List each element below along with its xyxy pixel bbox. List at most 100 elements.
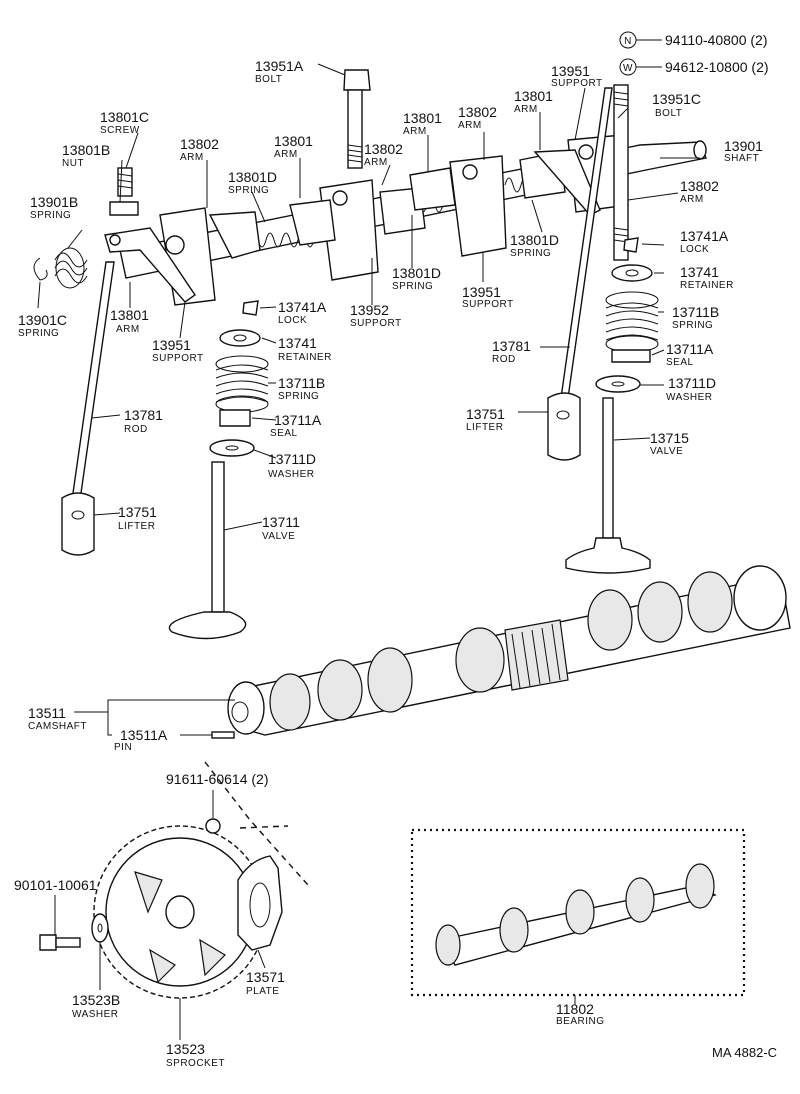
callout-94612-10800: W 94612-10800 (2) [619,58,769,76]
part-name-label: SHAFT [724,153,759,164]
part-name-label: NUT [62,158,84,169]
callout-13711D-washer-left: 13711D WASHER [268,451,316,480]
part-name-label: WASHER [268,469,315,480]
part-number-label: 13801D [510,232,559,248]
camshaft [211,565,791,739]
part-name-label: SPRING [228,185,269,196]
part-number-label: 13952 [350,302,389,318]
part-name-label: SPROCKET [166,1058,225,1069]
part-number-label: 13802 [364,141,403,157]
part-name-label: SPRING [278,391,319,402]
bearing-set [410,828,746,997]
part-name-label: LOCK [680,244,709,255]
leader-lines [37,39,700,1040]
rocker-shaft-assembly [33,69,707,306]
part-name-label: WASHER [666,392,713,403]
part-name-label: ARM [364,157,388,168]
part-number-label: 13571 [246,969,285,985]
part-name-label: BOLT [255,74,282,85]
part-name-label: LOCK [278,315,307,326]
symbol-label: N [624,36,632,47]
part-name-label: SUPPORT [462,299,514,310]
part-number-label: 13511A [120,727,168,743]
part-number-label: 13781 [124,407,163,423]
part-number-label: 13741A [680,228,729,244]
part-number-label: 13711B [672,304,719,320]
part-number-label: 13801C [100,109,149,125]
part-number-label: 13951A [255,58,304,74]
part-number-label: 13523B [72,992,120,1008]
part-number-label: 13741 [278,335,317,351]
part-name-label: CAMSHAFT [28,721,87,732]
part-number-label: 13511 [28,705,66,721]
part-number-label: 13801 [110,307,149,323]
part-name-label: SEAL [666,357,694,368]
part-number-label: 13741A [278,299,327,315]
part-name-label: SPRING [510,248,551,259]
part-name-label: ARM [514,104,538,115]
part-name-label: SPRING [672,320,713,331]
part-name-label: RETAINER [680,280,734,291]
part-name-label: LIFTER [466,422,503,433]
part-number-label: 13801D [228,169,277,185]
callouts: N 94110-40800 (2) W 94612-10800 (2) 1395… [14,31,777,1069]
part-number-label: 13711D [668,375,716,391]
symbol-label: W [623,63,633,74]
part-name-label: VALVE [262,531,295,542]
part-number-label: 13801 [403,110,442,126]
part-number-label: 13951 [462,284,501,300]
part-name-label: PLATE [246,986,279,997]
part-name-label: WASHER [72,1009,119,1020]
part-number-label: 13751 [466,406,505,422]
part-number-label: 94612-10800 (2) [665,59,769,75]
diagram-reference: MA 4882-C [712,1045,777,1060]
part-name-label: SUPPORT [551,78,603,89]
part-number-label: 13711D [268,451,316,467]
part-name-label: ARM [680,194,704,205]
part-name-label: VALVE [650,446,683,457]
part-number-label: 13715 [650,430,689,446]
part-number-label: 13801 [514,88,553,104]
part-number-label: 13711B [278,375,325,391]
part-name-label: SPRING [18,328,59,339]
part-number-label: 13951C [652,91,701,107]
part-number-label: 13901 [724,138,763,154]
